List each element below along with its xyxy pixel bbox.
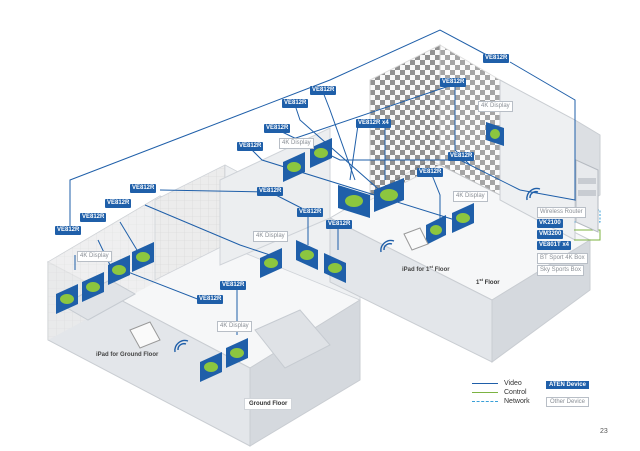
receiver-tag: VE812R (326, 220, 353, 229)
receiver-tag: VE812R (237, 142, 264, 151)
display-tag: 4K Display (253, 231, 288, 242)
control-line-swatch (472, 392, 498, 393)
video-line-swatch (472, 383, 498, 384)
receiver-tag: VE812R (130, 184, 157, 193)
display (324, 253, 346, 283)
ipad-first-label: iPad for 1st Floor (402, 264, 450, 273)
display (200, 352, 222, 382)
legend-other-device: Other Device (546, 397, 590, 407)
ipad-icon (129, 227, 429, 349)
display (486, 122, 504, 146)
receiver-tag: VE812R (297, 208, 324, 217)
display (426, 215, 446, 245)
display (260, 248, 282, 278)
display-tag: 4K Display (279, 138, 314, 149)
legend-aten-device: ATEN Device (546, 381, 589, 389)
display (338, 185, 370, 218)
display (56, 284, 78, 314)
display-tag: 4K Display (77, 251, 112, 262)
receiver-x4-tag: VE812R x4 (356, 119, 391, 128)
receiver-tag: VE812R (80, 213, 107, 222)
display-tag: 4K Display (453, 191, 488, 202)
receiver-tag: VE812R (55, 226, 82, 235)
wifi-icon (174, 187, 541, 353)
bt-sport-tag: BT Sport 4K Box (537, 253, 588, 264)
vm3200-tag: VM3200 (537, 230, 564, 239)
display (296, 240, 318, 270)
wall-displays (56, 122, 504, 382)
legend: Video Control Network ATEN Device Other … (472, 379, 596, 411)
wireless-router-tag: Wireless Router (537, 207, 586, 218)
display (374, 178, 404, 212)
ipad-ground-label: iPad for Ground Floor (96, 352, 159, 358)
receiver-tag: VE812R (220, 281, 247, 290)
control-cables (574, 229, 601, 241)
display (132, 242, 154, 272)
sky-sports-tag: Sky Sports Box (537, 265, 585, 276)
vk2100-tag: VK2100 (537, 219, 563, 228)
receiver-tag: VE812R (282, 99, 309, 108)
receiver-tag: VE812R (448, 152, 475, 161)
display (226, 338, 248, 368)
display (108, 255, 130, 285)
display (283, 152, 305, 182)
receiver-tag: VE812R (257, 187, 284, 196)
receiver-tag: VE812R (417, 168, 444, 177)
first-floor-label: 1st Floor (476, 277, 500, 286)
display-tag: 4K Display (478, 101, 513, 112)
network-line-swatch (472, 401, 498, 402)
equipment-rack (575, 159, 599, 233)
ground-floor-label: Ground Floor (244, 398, 293, 410)
display (82, 272, 104, 302)
display-tag: 4K Display (217, 321, 252, 332)
legend-control: Control (472, 388, 542, 397)
receiver-tag: VE812R (440, 78, 467, 87)
receiver-tag: VE812R (105, 199, 132, 208)
display (310, 138, 332, 168)
receiver-tag: VE812R (264, 124, 291, 133)
display (452, 203, 474, 233)
legend-video: Video (472, 379, 542, 388)
receiver-tag: VE812R (310, 86, 337, 95)
receiver-tag: VE812R (197, 295, 224, 304)
legend-network: Network (472, 397, 542, 406)
receiver-tag: VE812R (483, 54, 510, 63)
ve801t-tag: VE801T x4 (537, 241, 572, 250)
page-number: 23 (600, 428, 608, 435)
